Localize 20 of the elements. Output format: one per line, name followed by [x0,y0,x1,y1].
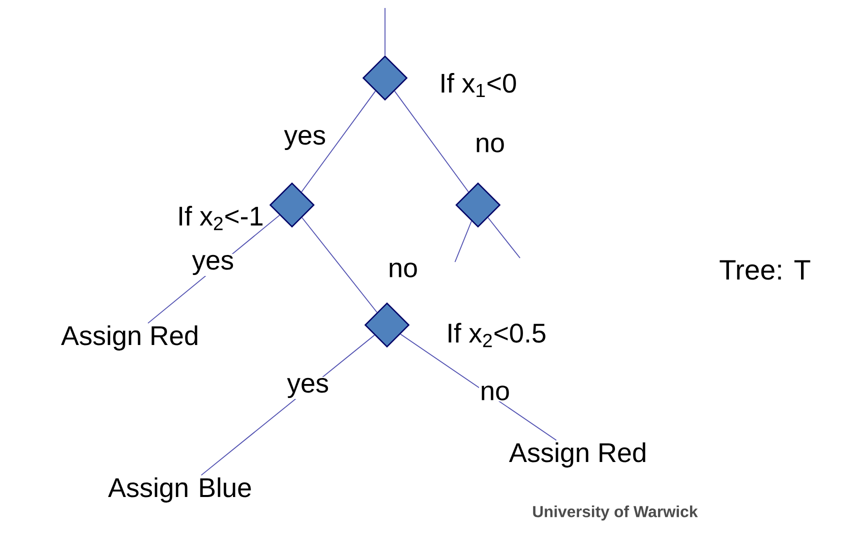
branch-line [384,8,386,56]
leaf-text: Assign Red [509,442,646,468]
branch-line [394,90,469,192]
leaf-text: Assign Red [61,325,198,351]
branch-line [488,217,520,258]
edge-label: no [479,384,512,402]
leaf-text: Assign Blue [108,477,251,503]
edge-label: yes [286,376,330,400]
note-text: University of Warwick [533,506,698,520]
condition-text: If x$_{1}$<0 [442,73,516,97]
branch-line [302,217,378,313]
edge-label: yes [191,254,236,276]
edge-label: no [474,136,506,154]
condition-text: If x$_{2}$<-1 [180,206,262,230]
branch-line [301,90,376,192]
edge-label: yes [283,128,328,152]
note-text: Tree: T [720,260,810,280]
condition-text: If x$_{2}$<0.5 [448,322,546,348]
edge-label: no [387,262,420,278]
branch-line [454,220,472,262]
